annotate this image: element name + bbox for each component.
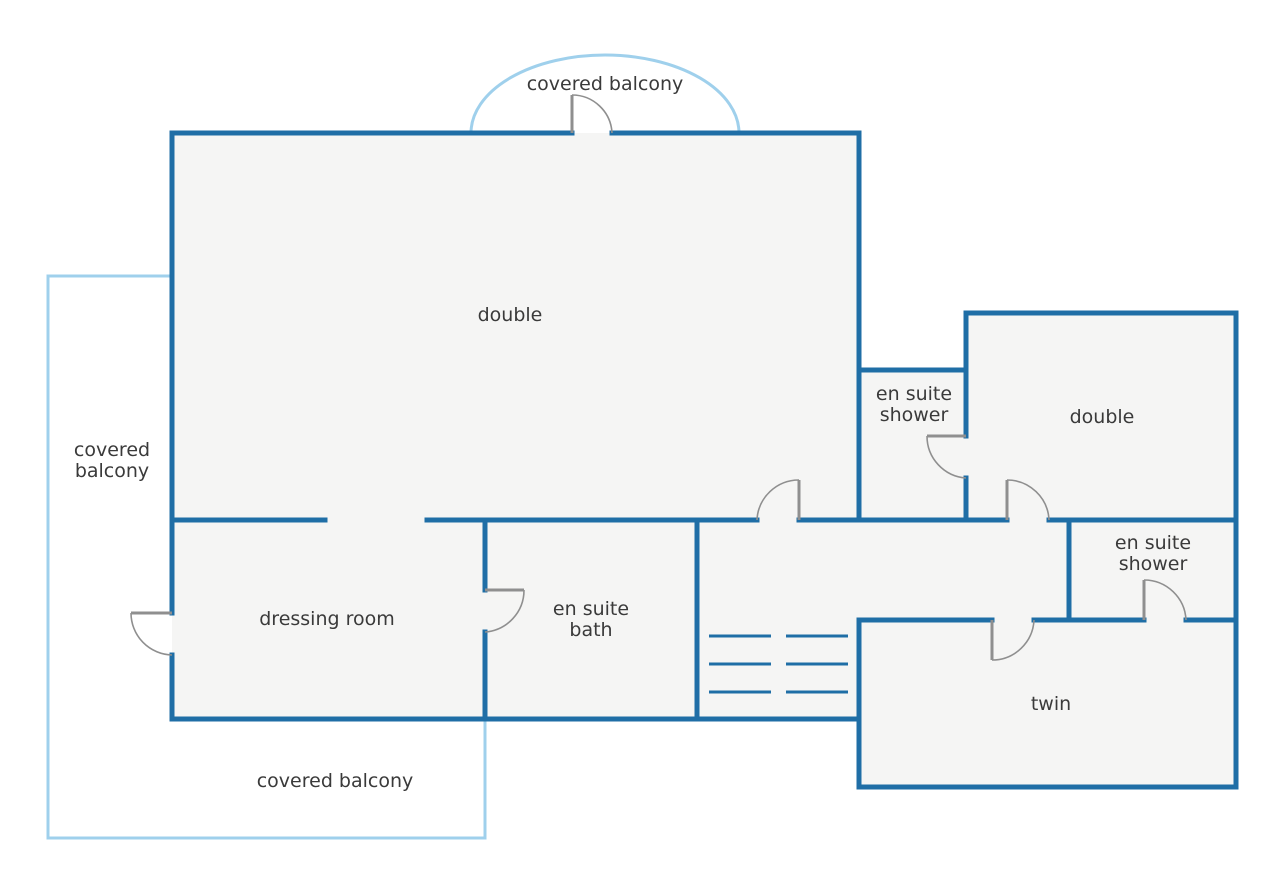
door-twin [990, 619, 1035, 661]
label-double-right: double [1070, 406, 1135, 428]
room-shower-lower [1069, 520, 1236, 620]
label-bath-line2: bath [569, 619, 612, 641]
balcony-top-outline [469, 53, 741, 134]
walls [169, 130, 1239, 790]
label-dressing-room: dressing room [259, 608, 395, 630]
label-shower-upper-line2: shower [880, 404, 949, 426]
label-balcony-bottom: covered balcony [257, 770, 414, 792]
label-shower-lower-line1: en suite [1115, 532, 1191, 554]
label-balcony-left-line1: covered [74, 439, 150, 461]
label-twin: twin [1031, 693, 1071, 715]
room-twin [859, 620, 1236, 787]
door-dressing-balcony [130, 611, 173, 656]
room-double-right [966, 313, 1236, 520]
door-double-right [1005, 479, 1050, 521]
label-shower-upper-line1: en suite [876, 383, 952, 405]
staircase [709, 634, 848, 694]
door-shower-upper [926, 434, 967, 479]
label-balcony-top: covered balcony [527, 73, 684, 95]
room-bath [485, 520, 697, 719]
label-bath-line1: en suite [553, 598, 629, 620]
label-balcony-left-line2: balcony [75, 460, 149, 482]
label-main-double: double [478, 304, 543, 326]
room-main-double [172, 133, 859, 520]
door-shower-lower [1142, 579, 1187, 621]
balcony-left-outline [46, 274, 487, 840]
room-shower-upper [859, 370, 966, 520]
door-hall-main [756, 479, 801, 521]
room-dressing [172, 520, 485, 719]
label-shower-lower-line2: shower [1119, 553, 1188, 575]
door-balcony-top [570, 94, 613, 134]
door-bath [484, 588, 525, 633]
